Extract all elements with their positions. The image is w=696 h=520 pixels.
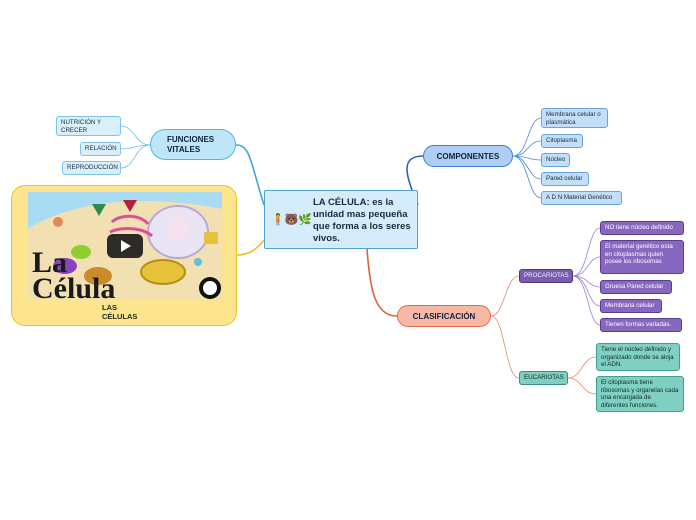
topic-clasificacion[interactable]: CLASIFICACIÓN <box>397 305 491 327</box>
topic-label: CLASIFICACIÓN <box>412 311 476 321</box>
subtopic-nucleo[interactable]: Núcleo <box>541 153 570 167</box>
procariotas-item[interactable]: El material genético esta en citoplasmas… <box>600 240 684 274</box>
item-label: Gruesa Pared celular <box>605 283 664 290</box>
central-title: LA CÉLULA: es la unidad mas pequeña que … <box>313 197 411 244</box>
subtopic-membrana[interactable]: Membrana celular o plasmática <box>541 108 608 128</box>
item-label: Membrana celular <box>605 302 655 309</box>
procariotas-item[interactable]: Membrana celular <box>600 299 662 313</box>
subtopic-label: REPRODUCCIÓN <box>67 164 118 171</box>
thumbnail-title-line1: La <box>32 246 67 279</box>
topic-funciones-vitales[interactable]: FUNCIONES VITALES <box>150 129 236 160</box>
item-label: Tienen formas variadas. <box>605 321 672 328</box>
thumbnail-title-line2: Célula <box>32 272 115 300</box>
central-topic[interactable]: 🧍🐻🌿 LA CÉLULA: es la unidad mas pequeña … <box>264 190 418 249</box>
item-label: El material genético esta en citoplasmas… <box>605 243 673 265</box>
subtopic-label: Membrana celular o plasmática <box>546 111 601 126</box>
subtopic-relacion[interactable]: RELACIÓN <box>80 142 121 156</box>
topic-componentes[interactable]: COMPONENTES <box>423 145 513 167</box>
central-icons: 🧍🐻🌿 <box>271 213 312 226</box>
subtopic-nutricion[interactable]: NUTRICIÓN Y CRECER <box>56 116 121 136</box>
procariotas-item[interactable]: Gruesa Pared celular <box>600 280 672 294</box>
subtopic-label: A D N Material Genético <box>546 194 613 201</box>
subtopic-label: NUTRICIÓN Y CRECER <box>61 119 101 134</box>
subtopic-eucariotas[interactable]: EUCARIOTAS <box>519 371 568 385</box>
subtopic-procariotas[interactable]: PROCARIOTAS <box>519 269 573 283</box>
play-icon <box>121 240 131 252</box>
procariotas-item[interactable]: NO tiene núcleo definido <box>600 221 684 235</box>
subtopic-pared-celular[interactable]: Pared celular <box>541 172 589 186</box>
item-label: Tiene el núcleo definido y organizado do… <box>601 346 674 368</box>
subtopic-label: Pared celular <box>546 175 583 182</box>
item-label: NO tiene núcleo definido <box>605 224 673 231</box>
plant-icon: 🌿 <box>298 214 313 226</box>
eucariotas-item[interactable]: El citoplasma tiene ribosomas y organela… <box>596 376 684 412</box>
subtopic-label: PROCARIOTAS <box>524 272 569 279</box>
video-topic[interactable]: La Célula LAS CÉLULAS <box>11 185 237 326</box>
eucariotas-item[interactable]: Tiene el núcleo definido y organizado do… <box>596 343 680 371</box>
subtopic-label: EUCARIOTAS <box>524 374 564 381</box>
procariotas-item[interactable]: Tienen formas variadas. <box>600 318 682 332</box>
person-icon: 🧍 <box>271 214 285 226</box>
subtopic-adn[interactable]: A D N Material Genético <box>541 191 622 205</box>
video-label: LAS CÉLULAS <box>102 303 138 321</box>
topic-label: COMPONENTES <box>436 151 500 161</box>
topic-label: FUNCIONES VITALES <box>167 134 215 154</box>
item-label: El citoplasma tiene ribosomas y organela… <box>601 379 679 409</box>
subtopic-label: RELACIÓN <box>85 145 117 152</box>
bear-icon: 🐻 <box>284 214 299 226</box>
subtopic-reproduccion[interactable]: REPRODUCCIÓN <box>62 161 121 175</box>
video-thumbnail[interactable]: La Célula <box>28 192 222 300</box>
play-button[interactable] <box>107 234 143 258</box>
subtopic-label: Citoplasma <box>546 137 577 144</box>
subtopic-citoplasma[interactable]: Citoplasma <box>541 134 583 148</box>
subtopic-label: Núcleo <box>546 156 566 163</box>
